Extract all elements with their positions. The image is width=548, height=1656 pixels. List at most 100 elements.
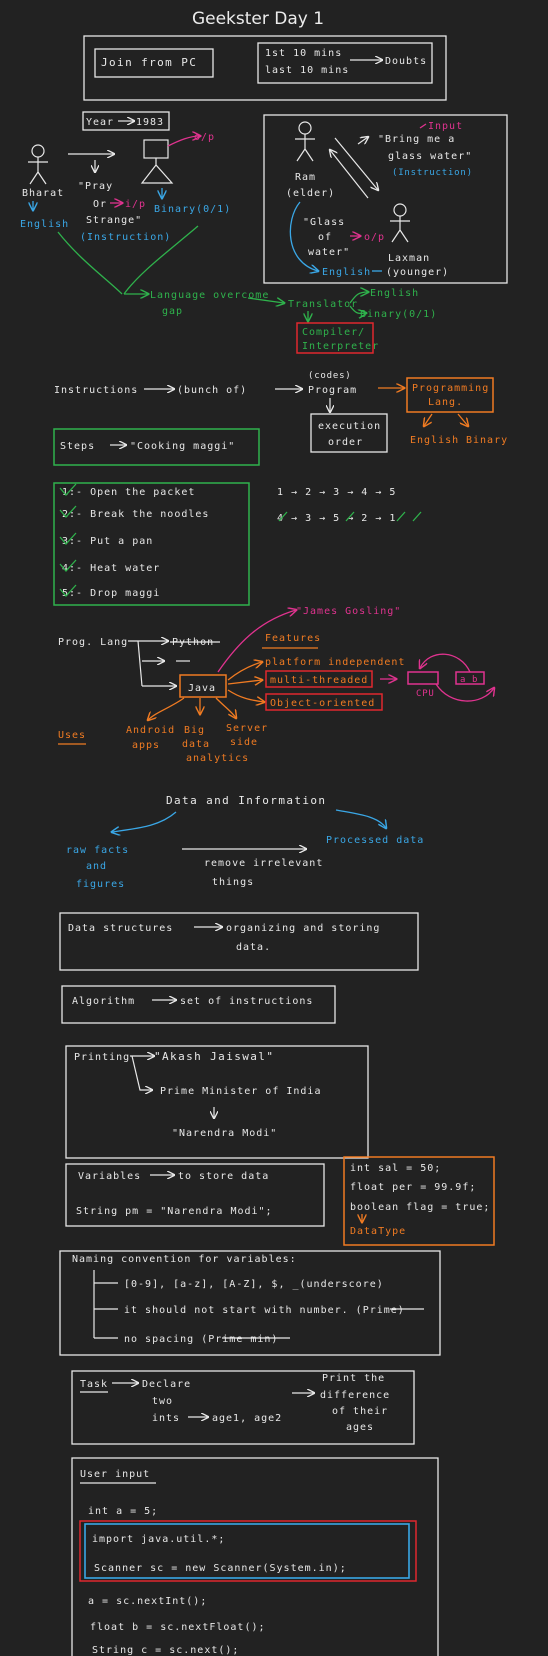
sequence-2: 4 → 3 → 5 → 2 → 1	[277, 513, 396, 524]
page-title: Geekster Day 1	[192, 9, 324, 29]
akash-label: "Akash Jaiswal"	[154, 1050, 274, 1063]
task-section: Task Declare two ints age1, age2 Print t…	[71, 1370, 415, 1445]
cpu-label: CPU	[416, 689, 435, 699]
print-2: difference	[320, 1390, 390, 1401]
tv-icon	[140, 139, 174, 184]
session-box	[257, 42, 433, 84]
ds-def-1: organizing and storing	[226, 923, 380, 934]
task-box	[71, 1370, 415, 1445]
prog-english: English	[410, 435, 459, 446]
step-1: 1:- Open the packet	[62, 487, 195, 498]
gap-line-left	[57, 231, 123, 295]
raw-3: figures	[76, 879, 125, 890]
intro-outer-box	[83, 35, 447, 101]
printing-section: Printing "Akash Jaiswal" Prime Minister …	[65, 1045, 369, 1159]
tick-1	[59, 483, 77, 496]
variables-label: Variables	[78, 1171, 141, 1182]
translator-english: English	[370, 288, 419, 299]
ram-figure	[295, 121, 315, 162]
remove-2: things	[212, 877, 254, 888]
gap-line-right	[123, 225, 199, 295]
pm-label: Prime Minister of India	[160, 1086, 321, 1097]
to-translator-arrow	[247, 297, 284, 303]
naming-tree	[93, 1270, 118, 1339]
android-2: apps	[132, 740, 160, 751]
print-4: ages	[346, 1422, 374, 1433]
platform-arrow	[227, 662, 262, 681]
next-int-line: a = sc.nextInt();	[88, 1596, 207, 1607]
printing-box	[65, 1045, 369, 1159]
naming-rule-3: no spacing (Prime min)	[124, 1334, 278, 1345]
android-arrow	[148, 697, 185, 720]
variables-box	[65, 1163, 325, 1227]
compiler-label: Compiler/	[302, 327, 365, 338]
android-1: Android	[126, 725, 175, 736]
naming-rule-2: it should not start with number. (Prime)	[124, 1305, 405, 1316]
lang-gap-1: Language overcome	[150, 290, 269, 301]
intro-section: Join from PC 1st 10 mins last 10 mins Do…	[83, 35, 447, 101]
server-2: side	[230, 737, 258, 748]
bring-2: glass water"	[388, 151, 472, 162]
ds-box	[59, 912, 419, 971]
block-a-label: a	[460, 675, 466, 685]
laxman-label: Laxman	[388, 253, 430, 264]
bool-flag: boolean flag = true;	[350, 1202, 490, 1213]
year-label: Year	[86, 117, 114, 128]
step-3: 3:- Put a pan	[62, 536, 153, 547]
declare-1: Declare	[142, 1379, 191, 1390]
interpreter-label: Interpreter	[302, 341, 379, 352]
last-10-label: last 10 mins	[265, 65, 349, 76]
pray-label: "Pray	[78, 181, 113, 192]
sequence-1: 1 → 2 → 3 → 4 → 5	[277, 487, 396, 498]
prog-english-arrow	[424, 413, 433, 426]
int-a-line: int a = 5;	[88, 1506, 158, 1517]
steps-label: Steps	[60, 441, 95, 452]
translator-binary: Binary(0/1)	[360, 309, 437, 320]
step-5: 5:- Drop maggi	[62, 588, 160, 599]
print-1: Print the	[322, 1373, 385, 1384]
oop-label: Object-oriented	[270, 698, 375, 709]
communication-section: Year 1983 Bharat English "Pray Or i/p St…	[20, 111, 508, 354]
to-english-arrow	[349, 292, 368, 304]
features-label: Features	[265, 633, 321, 644]
ds-section: Data structures organizing and storing d…	[59, 912, 419, 1024]
cpu-block-a	[407, 671, 439, 685]
datatype-box	[343, 1156, 495, 1246]
big-2: data	[182, 739, 210, 750]
input-box	[71, 1457, 439, 1656]
first-10-label: 1st 10 mins	[265, 48, 342, 59]
big-3: analytics	[186, 753, 249, 764]
bharat-figure	[28, 144, 48, 185]
ds-label: Data structures	[68, 923, 173, 934]
declare-2: two	[152, 1396, 173, 1407]
bunch-label: (bunch of)	[177, 385, 247, 396]
multi-label: multi-threaded	[270, 675, 368, 686]
instructions-label: Instructions	[54, 385, 138, 396]
tick-2	[59, 505, 77, 518]
datatype-label: DataType	[350, 1226, 406, 1237]
input-tick	[419, 123, 427, 129]
strange-label: Strange"	[86, 215, 142, 226]
algo-label: Algorithm	[72, 996, 135, 1007]
oop-box	[265, 693, 383, 711]
store-label: to store data	[178, 1171, 269, 1182]
bharat-english: English	[20, 219, 69, 230]
compiler-box	[296, 322, 374, 354]
task-label: Task	[80, 1379, 108, 1390]
server-1: Server	[226, 723, 268, 734]
platform-label: platform independent	[265, 657, 405, 668]
import-line: import java.util.*;	[92, 1534, 225, 1545]
multi-arrow	[227, 680, 262, 684]
processed-label: Processed data	[326, 835, 424, 846]
cooking-label: "Cooking maggi"	[130, 441, 235, 452]
doubts-label: Doubts	[385, 56, 427, 67]
processed-arrow	[335, 809, 386, 828]
java-label: Java	[188, 683, 216, 694]
algo-def: set of instructions	[180, 996, 313, 1007]
declare-3: ints	[152, 1413, 180, 1424]
prog-lang-box	[406, 377, 494, 413]
step-2: 2:- Break the noodles	[62, 509, 209, 520]
input-section: User input int a = 5; import java.util.*…	[71, 1457, 439, 1656]
uses-label: Uses	[58, 730, 86, 741]
raw-1: raw facts	[66, 845, 129, 856]
